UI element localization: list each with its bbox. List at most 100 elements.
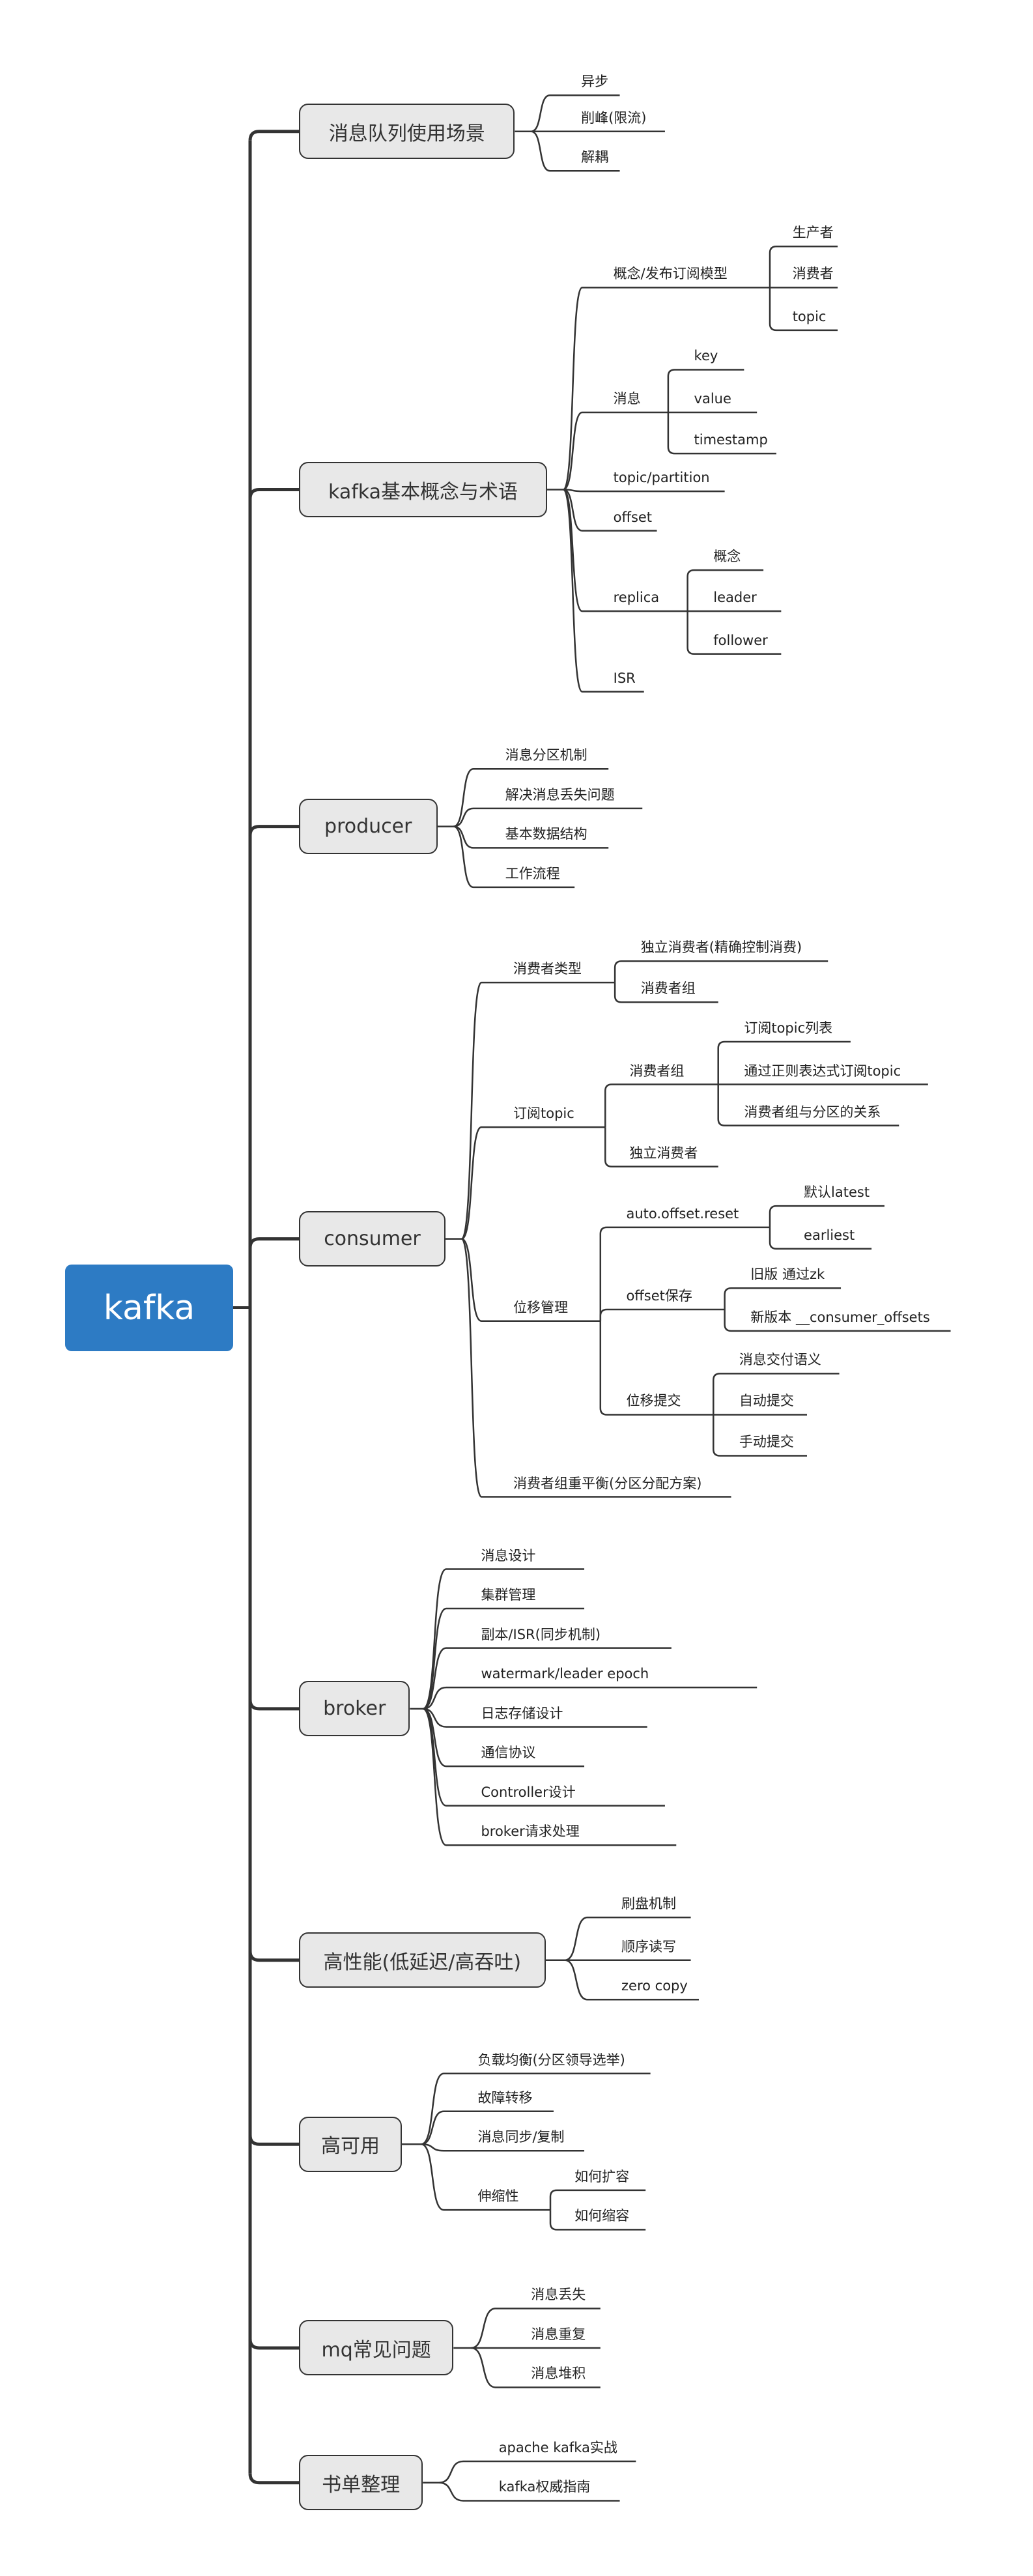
branch-connector (563, 489, 688, 612)
branch-connector (614, 982, 718, 1003)
node-4-2[interactable]: 副本/ISR(同步机制) (481, 1626, 601, 1642)
node-4-1[interactable]: 集群管理 (481, 1587, 536, 1603)
topic-node[interactable]: mq常见问题 (299, 2320, 454, 2376)
topic-node[interactable]: 高性能(低延迟/高吞吐) (299, 1932, 546, 1988)
node-1-4-0[interactable]: 概念 (713, 549, 741, 565)
branch-connector (599, 1321, 714, 1416)
node-8-1[interactable]: kafka权威指南 (498, 2479, 591, 2495)
node-3-2-2-0[interactable]: 消息交付语义 (739, 1352, 821, 1368)
branch-connector (713, 1414, 807, 1457)
node-4-4[interactable]: 日志存储设计 (481, 1705, 563, 1721)
node-4-7[interactable]: broker请求处理 (481, 1824, 580, 1840)
node-2-3[interactable]: 工作流程 (505, 865, 560, 881)
node-3-2-1-1[interactable]: 新版本 __consumer_offsets (750, 1309, 930, 1325)
node-3-2-0-1[interactable]: earliest (804, 1227, 855, 1243)
node-8-0[interactable]: apache kafka实战 (498, 2439, 617, 2455)
node-0-1[interactable]: 削峰(限流) (581, 109, 647, 126)
node-3-2-0[interactable]: auto.offset.reset (626, 1205, 739, 1222)
node-7-0[interactable]: 消息丢失 (531, 2287, 586, 2303)
node-3-1-0[interactable]: 消费者组 (629, 1063, 685, 1079)
node-4-0[interactable]: 消息设计 (481, 1547, 536, 1564)
branch-connector (422, 1708, 677, 1846)
topic-node[interactable]: 书单整理 (299, 2455, 423, 2511)
node-0-0[interactable]: 异步 (581, 74, 609, 90)
node-1-5[interactable]: ISR (613, 670, 636, 686)
node-1-4-1[interactable]: leader (713, 590, 757, 606)
topic-node[interactable]: 消息队列使用场景 (299, 104, 515, 160)
topic-connector (248, 1699, 299, 1711)
node-5-1[interactable]: 顺序读写 (621, 1938, 677, 1954)
node-6-3[interactable]: 伸缩性 (477, 2188, 519, 2205)
node-4-5[interactable]: 通信协议 (481, 1745, 536, 1761)
branch-connector (453, 768, 609, 827)
node-3-1-0-2[interactable]: 消费者组与分区的关系 (744, 1104, 881, 1120)
topic-connector (248, 130, 299, 141)
node-7-1[interactable]: 消息重复 (531, 2326, 586, 2342)
branch-connector (438, 2460, 636, 2483)
branch-connector (460, 1238, 731, 1498)
node-3-2[interactable]: 位移管理 (513, 1299, 568, 1315)
topic-node[interactable]: producer (299, 799, 438, 855)
node-6-1[interactable]: 故障转移 (477, 2089, 533, 2106)
node-1-4[interactable]: replica (613, 590, 660, 606)
node-1-1-2[interactable]: timestamp (694, 432, 768, 448)
node-3-0-1[interactable]: 消费者组 (640, 980, 696, 997)
node-3-1[interactable]: 订阅topic (513, 1106, 574, 1122)
node-6-3-1[interactable]: 如何缩容 (574, 2208, 630, 2224)
node-3-2-2-1[interactable]: 自动提交 (739, 1393, 794, 1409)
node-1-1-1[interactable]: value (694, 391, 731, 407)
node-3-2-0-0[interactable]: 默认latest (804, 1184, 870, 1201)
topic-node[interactable]: 高可用 (299, 2116, 403, 2172)
node-3-1-1[interactable]: 独立消费者 (629, 1145, 698, 1161)
root-node[interactable]: kafka (65, 1265, 233, 1351)
topic-connector (248, 1237, 299, 1248)
branch-connector (769, 1227, 872, 1250)
branch-connector (423, 1686, 757, 1710)
node-6-3-0[interactable]: 如何扩容 (574, 2168, 630, 2184)
branch-connector (565, 1959, 699, 2001)
node-1-2[interactable]: topic/partition (613, 470, 710, 486)
node-3-1-0-0[interactable]: 订阅topic列表 (744, 1020, 833, 1036)
topic-node[interactable]: kafka基本概念与术语 (299, 462, 548, 518)
topic-node[interactable]: broker (299, 1681, 410, 1737)
node-1-3[interactable]: offset (613, 509, 653, 525)
branch-connector (421, 2143, 550, 2211)
node-1-0-0[interactable]: 生产者 (792, 225, 834, 241)
node-1-0[interactable]: 概念/发布订阅模型 (613, 266, 728, 282)
node-3-2-1-0[interactable]: 旧版 通过zk (750, 1267, 825, 1283)
branch-connector (530, 94, 620, 133)
node-3-1-0-1[interactable]: 通过正则表达式订阅topic (744, 1063, 901, 1079)
node-2-2[interactable]: 基本数据结构 (505, 826, 587, 842)
node-3-3[interactable]: 消费者组重平衡(分区分配方案) (513, 1475, 702, 1491)
node-1-4-2[interactable]: follower (713, 632, 768, 648)
node-4-6[interactable]: Controller设计 (481, 1784, 576, 1800)
node-2-1[interactable]: 解决消息丢失问题 (505, 786, 615, 803)
node-1-1[interactable]: 消息 (613, 391, 641, 407)
node-1-0-1[interactable]: 消费者 (792, 266, 834, 282)
node-3-2-2-2[interactable]: 手动提交 (739, 1434, 794, 1450)
branch-connector (453, 825, 609, 849)
node-7-2[interactable]: 消息堆积 (531, 2366, 586, 2382)
node-6-0[interactable]: 负载均衡(分区领导选举) (477, 2052, 625, 2068)
node-4-3[interactable]: watermark/leader epoch (481, 1666, 649, 1682)
node-3-2-2[interactable]: 位移提交 (626, 1393, 681, 1409)
branch-connector (422, 1647, 672, 1710)
node-6-2[interactable]: 消息同步/复制 (477, 2129, 565, 2145)
branch-connector (599, 1308, 725, 1321)
branch-connector (562, 489, 644, 693)
node-3-0[interactable]: 消费者类型 (513, 961, 582, 977)
node-2-0[interactable]: 消息分区机制 (505, 747, 587, 764)
topic-node[interactable]: consumer (299, 1211, 446, 1267)
node-1-0-2[interactable]: topic (792, 308, 827, 324)
node-5-0[interactable]: 刷盘机制 (621, 1896, 677, 1912)
topic-connector (248, 2473, 299, 2485)
node-3-0-0[interactable]: 独立消费者(精确控制消费) (640, 939, 802, 956)
node-0-2[interactable]: 解耦 (581, 149, 609, 165)
branch-connector (713, 1373, 840, 1415)
node-5-2[interactable]: zero copy (621, 1978, 688, 1994)
node-3-2-1[interactable]: offset保存 (626, 1288, 692, 1304)
node-1-1-0[interactable]: key (694, 348, 718, 364)
branch-connector (461, 1238, 601, 1322)
